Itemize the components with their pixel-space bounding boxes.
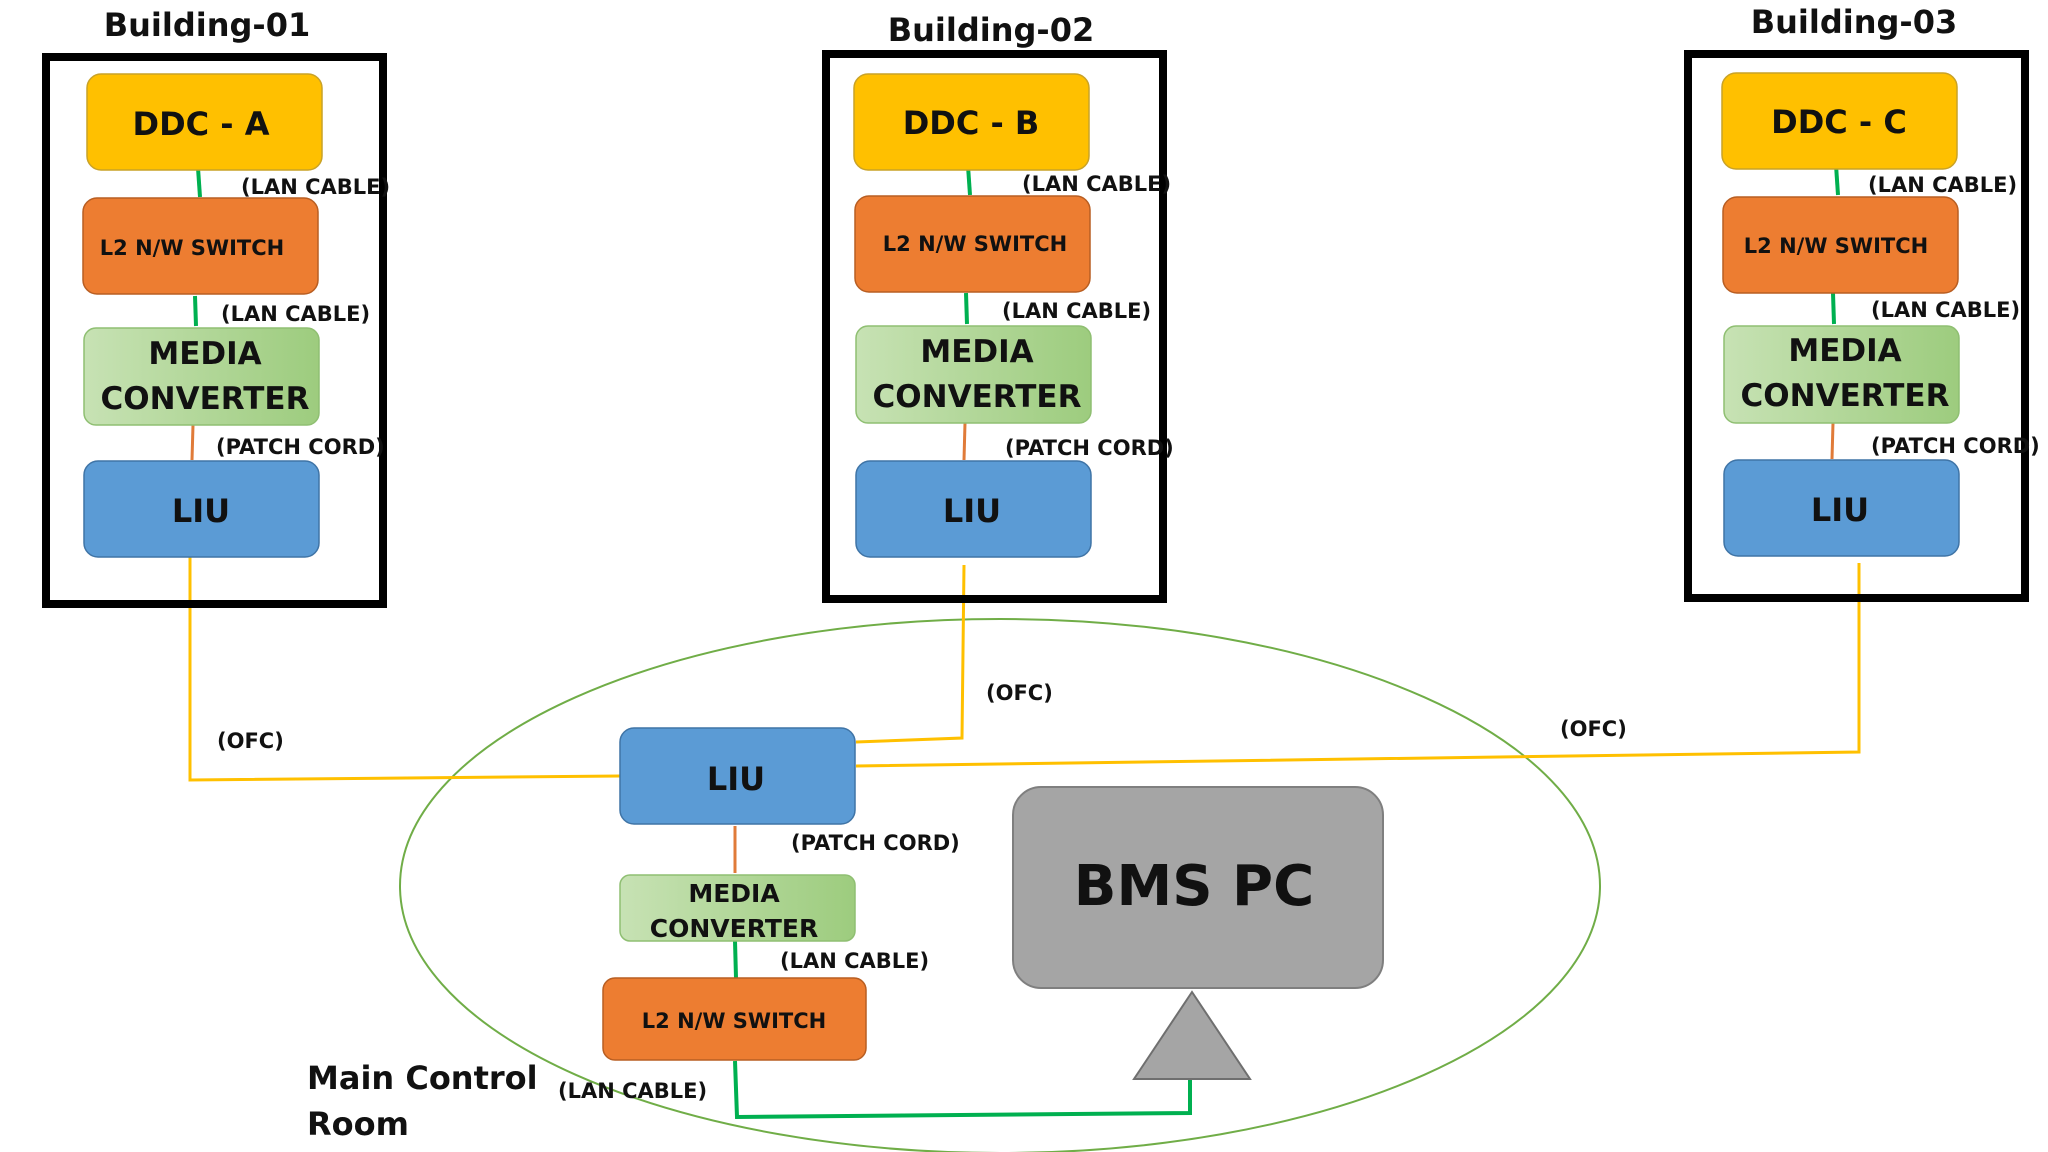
cable-label: (PATCH CORD)	[1871, 434, 2040, 458]
control-room-title-line1: Main Control	[307, 1059, 538, 1097]
lan-cable-line	[966, 165, 972, 196]
cable-label: (LAN CABLE)	[1871, 298, 2020, 322]
liu-label: LIU	[1811, 491, 1869, 529]
ddc-label: DDC - B	[903, 104, 1040, 142]
bms-pc-label: BMS PC	[1074, 854, 1314, 919]
control-room-title-line2: Room	[307, 1105, 409, 1143]
building-03: Building-03 DDC - C L2 N/W SWITCH MEDIA …	[1560, 3, 2040, 741]
patch-cord-line	[962, 422, 967, 461]
building-frame	[822, 50, 1167, 603]
cable-label: (PATCH CORD)	[1005, 436, 1174, 460]
liu-box	[855, 460, 1092, 558]
lan-cable-line	[193, 295, 198, 327]
switch-box	[82, 197, 319, 295]
ofc-label: (OFC)	[986, 681, 1053, 705]
control-media-label-line2: CONVERTER	[650, 914, 818, 943]
cable-label: (LAN CABLE)	[1868, 173, 2017, 197]
cable-label: (LAN CABLE)	[1022, 172, 1171, 196]
lan-cable-line	[196, 167, 202, 198]
media-label-line2: CONVERTER	[1741, 378, 1950, 414]
liu-box	[1723, 459, 1960, 557]
control-media-label-line1: MEDIA	[688, 879, 780, 908]
lan-cable-line	[964, 292, 969, 325]
main-control-room: LIU MEDIA CONVERTER L2 N/W SWITCH BMS PC…	[307, 727, 1384, 1143]
liu-box	[83, 460, 320, 558]
cable-label: (LAN CABLE)	[558, 1079, 707, 1103]
liu-label: LIU	[943, 492, 1001, 530]
ofc-label: (OFC)	[217, 729, 284, 753]
media-converter-box	[83, 327, 320, 426]
control-liu-box	[619, 727, 856, 825]
switch-label: L2 N/W SWITCH	[100, 236, 284, 260]
lan-cable-line	[733, 940, 738, 979]
building-title: Building-01	[104, 6, 310, 44]
control-room-ellipse	[399, 618, 1601, 1152]
ofc-cable-building-03	[855, 563, 1861, 768]
media-converter-box	[855, 325, 1092, 424]
lan-cable-line	[1831, 292, 1836, 325]
switch-label: L2 N/W SWITCH	[1744, 234, 1928, 258]
media-label-line1: MEDIA	[920, 334, 1033, 370]
switch-box	[1722, 196, 1959, 294]
media-converter-box	[1723, 325, 1960, 424]
control-switch-label: L2 N/W SWITCH	[642, 1009, 826, 1033]
switch-label: L2 N/W SWITCH	[883, 232, 1067, 256]
patch-cord-line	[190, 424, 195, 461]
media-label-line2: CONVERTER	[101, 381, 310, 417]
control-media-converter-box	[619, 874, 856, 942]
ofc-cable-building-01	[188, 557, 621, 782]
building-title: Building-02	[888, 11, 1094, 49]
cable-label: (LAN CABLE)	[780, 949, 929, 973]
patch-cord-line	[1830, 422, 1835, 460]
building-02: Building-02 DDC - B L2 N/W SWITCH MEDIA …	[822, 11, 1174, 705]
building-title: Building-03	[1751, 3, 1957, 41]
control-liu-label: LIU	[707, 760, 765, 798]
ofc-label: (OFC)	[1560, 717, 1627, 741]
building-01: Building-01 DDC - A L2 N/W SWITCH MEDIA …	[42, 6, 390, 753]
control-switch-box	[602, 977, 867, 1061]
ddc-label: DDC - C	[1771, 103, 1907, 141]
media-label-line1: MEDIA	[148, 336, 261, 372]
ddc-box	[1721, 72, 1958, 170]
bms-pc-box	[1012, 786, 1384, 989]
cable-label: (LAN CABLE)	[1002, 299, 1151, 323]
media-label-line1: MEDIA	[1788, 333, 1901, 369]
cable-label: (PATCH CORD)	[791, 831, 960, 855]
ddc-label: DDC - A	[133, 105, 270, 143]
cable-label: (LAN CABLE)	[241, 175, 390, 199]
cable-label: (PATCH CORD)	[216, 435, 385, 459]
cable-label: (LAN CABLE)	[221, 302, 370, 326]
liu-label: LIU	[172, 492, 230, 530]
bms-stand-triangle	[1132, 990, 1252, 1080]
building-frame	[42, 53, 387, 608]
ofc-cable-building-02	[855, 564, 966, 744]
media-label-line2: CONVERTER	[873, 379, 1082, 415]
ddc-box	[86, 73, 323, 171]
lan-cable-to-bms	[733, 1060, 1192, 1120]
building-frame	[1684, 50, 2029, 602]
switch-box	[854, 195, 1091, 293]
lan-cable-line	[1834, 164, 1840, 196]
ddc-box	[853, 73, 1090, 171]
